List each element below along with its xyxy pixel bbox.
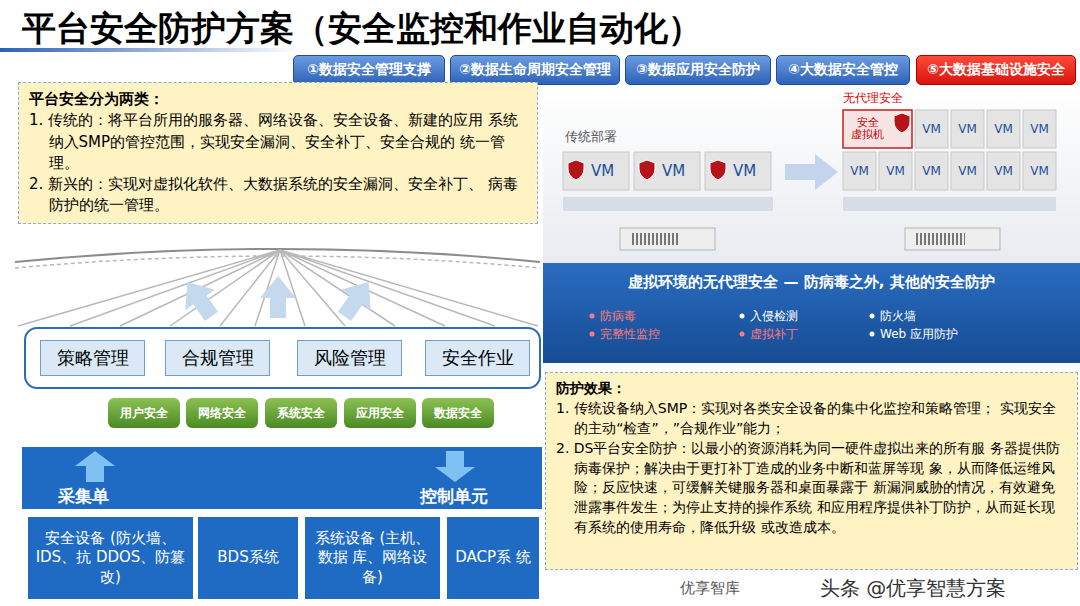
node-text: VM bbox=[922, 164, 941, 178]
node-text: ③数据应用安全防护 bbox=[636, 61, 760, 79]
effect-panel: 防护效果：1. 传统设备纳入SMP：实现对各类安全设备的集中化监控和策略管理； … bbox=[545, 372, 1078, 570]
node-text: 系统安全 bbox=[277, 405, 325, 422]
vm-box: VM bbox=[634, 152, 700, 190]
management-box: 风险管理 bbox=[297, 340, 402, 376]
vm-box: VM bbox=[951, 152, 984, 190]
node-text: VM bbox=[733, 162, 756, 180]
vm-box: VM bbox=[915, 152, 948, 190]
watermark: 头条 @优享智慧方案 bbox=[820, 575, 1006, 602]
vm-illustration bbox=[543, 88, 1080, 363]
node-text: VM bbox=[1030, 164, 1049, 178]
node-text: VM bbox=[662, 162, 685, 180]
node-text: VM bbox=[958, 164, 977, 178]
section-label: 无代理安全 bbox=[843, 90, 903, 107]
vm-box: VM bbox=[563, 152, 629, 190]
section-label: 传统部署 bbox=[565, 128, 617, 146]
management-frame bbox=[25, 328, 540, 388]
vm-box: VM bbox=[705, 152, 771, 190]
info-panel: 平台安全分为两类：1. 传统的：将平台所用的服务器、网络设备、安全设备、新建的应… bbox=[18, 82, 538, 224]
vm-box: VM bbox=[951, 110, 984, 148]
source-system-box: 系统设备 (主机、数据 库、网络设备) bbox=[305, 517, 440, 599]
source-system-box: BDS系统 bbox=[198, 517, 298, 599]
node-text: 数据安全 bbox=[434, 405, 482, 422]
node-text: 策略管理 bbox=[57, 346, 129, 370]
node-text: VM bbox=[994, 122, 1013, 136]
node-text: 合规管理 bbox=[182, 346, 254, 370]
node-text: ⑤大数据基础设施安全 bbox=[927, 61, 1065, 79]
security-domain-pill: 用户安全 bbox=[108, 398, 180, 428]
title-underline bbox=[0, 48, 300, 52]
node-text: 2. 新兴的：实现对虚拟化软件、大数据系统的安全漏洞、安全补丁、 病毒防护的统一… bbox=[29, 174, 527, 217]
node-text: 采集单 bbox=[58, 485, 109, 508]
tab-button: ③数据应用安全防护 bbox=[625, 55, 771, 85]
node-text: VM bbox=[850, 164, 869, 178]
tab-button: ④大数据安全管控 bbox=[776, 55, 910, 85]
security-domain-pill: 数据安全 bbox=[422, 398, 494, 428]
tab-button: ②数据生命周期安全管理 bbox=[450, 55, 620, 85]
node-text: VM bbox=[591, 162, 614, 180]
vm-box: VM bbox=[879, 152, 912, 190]
node-text: 安全作业 bbox=[442, 346, 514, 370]
panel-heading: 平台安全分为两类： bbox=[29, 89, 527, 110]
watermark: 优享智库 bbox=[680, 579, 740, 598]
collection-band bbox=[22, 447, 542, 509]
node-text: 安全 虚拟机 bbox=[850, 117, 886, 141]
node-text: 用户安全 bbox=[120, 405, 168, 422]
node-text: 完整性监控 bbox=[600, 326, 660, 343]
node-text: 风险管理 bbox=[314, 346, 386, 370]
vm-box: VM bbox=[987, 152, 1020, 190]
node-text: 安全设备 (防火墙、IDS、抗 DDOS、防篡改) bbox=[34, 529, 187, 588]
node-text: 应用安全 bbox=[356, 405, 404, 422]
source-system-box: DACP系 统 bbox=[447, 517, 539, 599]
node-text: DACP系 统 bbox=[455, 548, 531, 568]
tab-button: ①数据安全管理支撑 bbox=[293, 55, 445, 85]
management-box: 合规管理 bbox=[165, 340, 270, 376]
node-text: ④大数据安全管控 bbox=[788, 61, 898, 79]
node-text: 防病毒 bbox=[600, 308, 636, 325]
node-text: VM bbox=[1030, 122, 1049, 136]
node-text: 入侵检测 bbox=[750, 308, 798, 325]
node-text: 虚拟补丁 bbox=[750, 326, 798, 343]
security-vm-box: 安全 虚拟机 bbox=[843, 110, 912, 148]
vm-box: VM bbox=[1023, 152, 1056, 190]
node-text: VM bbox=[994, 164, 1013, 178]
umbrella-fan bbox=[15, 249, 540, 326]
feature-banner: 虚拟环境的无代理安全 — 防病毒之外, 其他的安全防护防病毒 入侵检测 防火墙完整性… bbox=[543, 263, 1080, 363]
node-text: 1. 传统设备纳入SMP：实现对各类安全设备的集中化监控和策略管理； 实现安全的… bbox=[556, 399, 1067, 439]
node-text: 控制单元 bbox=[420, 485, 488, 508]
vm-box: VM bbox=[1023, 110, 1056, 148]
node-text: 网络安全 bbox=[198, 405, 246, 422]
node-text: 系统设备 (主机、数据 库、网络设备) bbox=[311, 529, 434, 588]
vm-box: VM bbox=[987, 110, 1020, 148]
node-text: 防火墙 bbox=[880, 308, 916, 325]
management-box: 安全作业 bbox=[425, 340, 530, 376]
security-domain-pill: 网络安全 bbox=[186, 398, 258, 428]
management-box: 策略管理 bbox=[40, 340, 145, 376]
node-text: BDS系统 bbox=[217, 548, 278, 568]
vm-box: VM bbox=[843, 152, 876, 190]
security-domain-pill: 系统安全 bbox=[265, 398, 337, 428]
collection-control-band: 采集单 控制单元 bbox=[22, 447, 542, 509]
node-text: VM bbox=[958, 122, 977, 136]
security-domain-pill: 应用安全 bbox=[344, 398, 416, 428]
page-title: 平台安全防护方案（安全监控和作业自动化） bbox=[22, 6, 702, 52]
source-system-box: 安全设备 (防火墙、IDS、抗 DDOS、防篡改) bbox=[28, 517, 193, 599]
panel-heading: 防护效果： bbox=[556, 379, 1067, 399]
node-text: ①数据安全管理支撑 bbox=[307, 61, 431, 79]
node-text: VM bbox=[886, 164, 905, 178]
node-text: VM bbox=[922, 122, 941, 136]
upward-arrows bbox=[173, 272, 384, 327]
node-text: Web 应用防护 bbox=[880, 326, 958, 343]
node-text: 2. DS平台安全防护：以最小的资源消耗为同一硬件虚拟出来的所有服 务器提供防病… bbox=[556, 439, 1067, 538]
tab-button: ⑤大数据基础设施安全 bbox=[916, 55, 1076, 85]
vm-box: VM bbox=[915, 110, 948, 148]
node-text: ②数据生命周期安全管理 bbox=[459, 61, 611, 79]
node-text: 虚拟环境的无代理安全 — 防病毒之外, 其他的安全防护 bbox=[543, 273, 1080, 292]
node-text: 1. 传统的：将平台所用的服务器、网络设备、安全设备、新建的应用 系统纳入SMP… bbox=[29, 110, 527, 174]
